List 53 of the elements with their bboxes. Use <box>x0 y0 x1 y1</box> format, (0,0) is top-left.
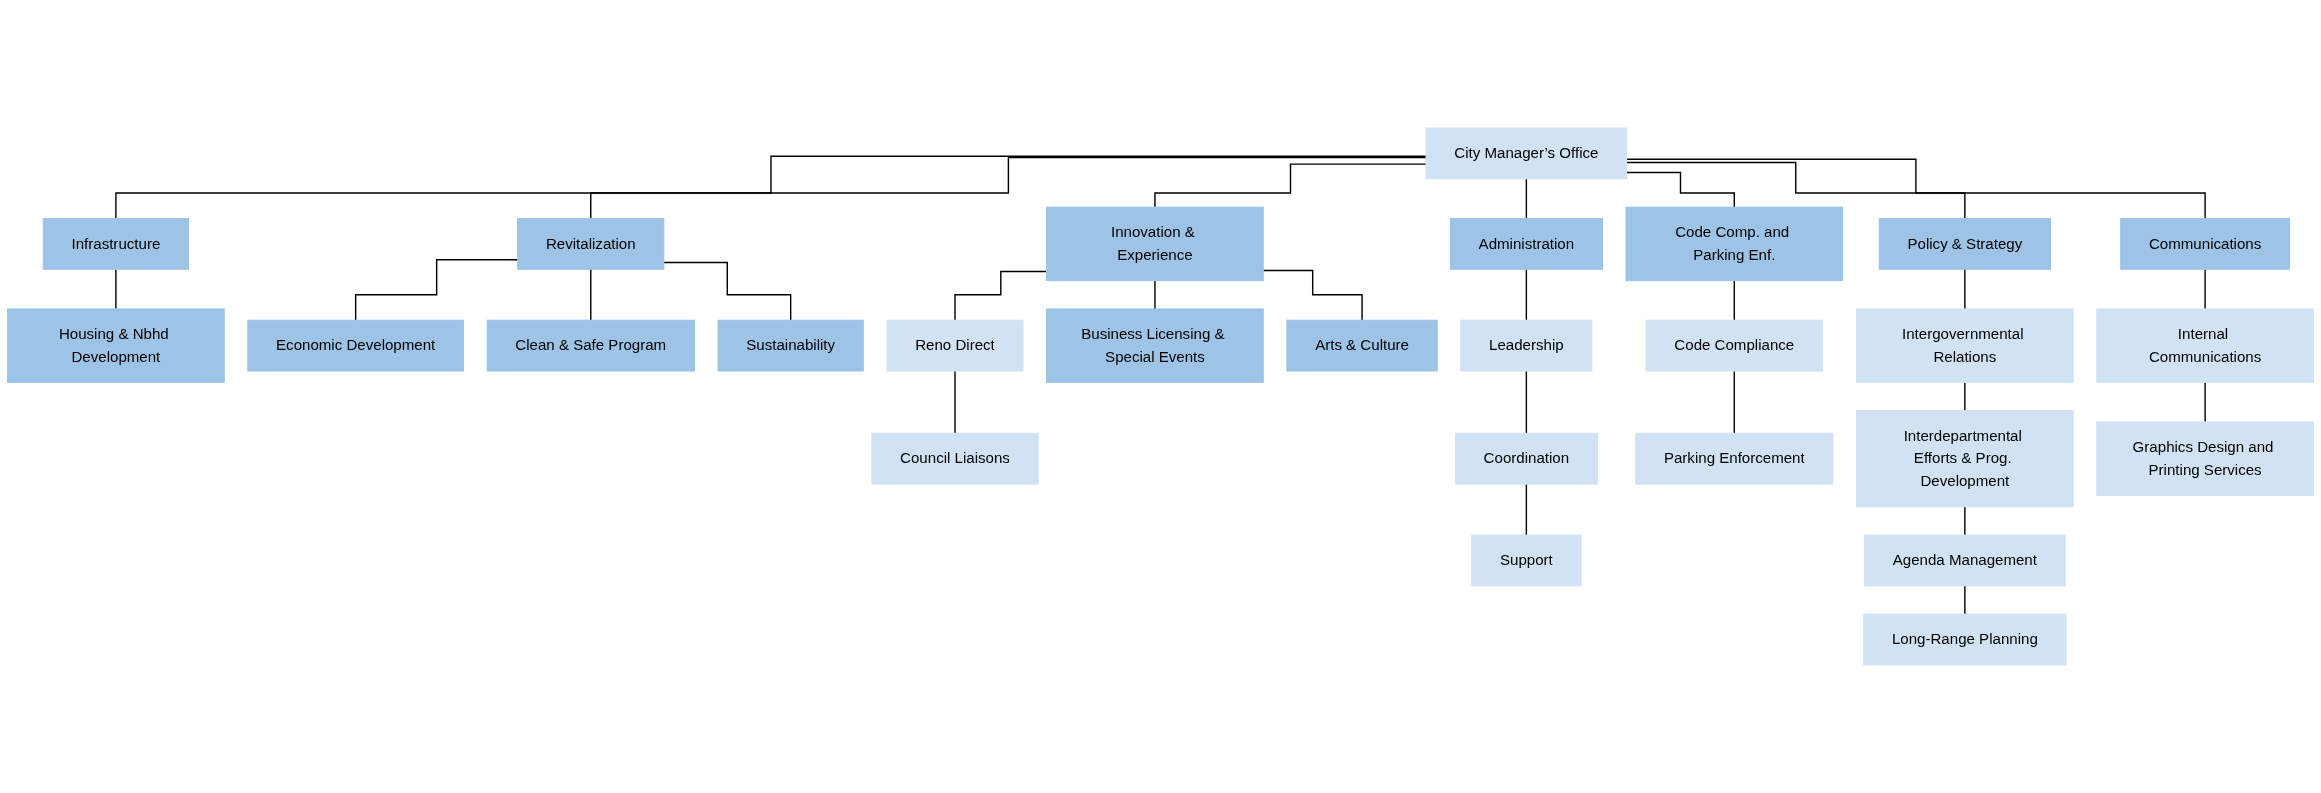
node-box: Intergovernmental Relations <box>1856 308 2074 383</box>
connector <box>1525 483 1528 536</box>
node-box: Leadership <box>1460 319 1593 372</box>
node-box: Sustainability <box>717 319 864 372</box>
connector <box>354 258 519 321</box>
connector <box>1625 161 1966 220</box>
node-box: Clean & Safe Program <box>486 319 695 372</box>
node-box: Infrastructure <box>42 217 190 270</box>
connector <box>590 268 592 321</box>
connector <box>1525 370 1528 434</box>
node-box: Internal Communications <box>2096 308 2314 383</box>
node-box: Graphics Design and Printing Services <box>2096 421 2314 496</box>
node-box: City Manager’s Office <box>1425 127 1628 180</box>
connector <box>1625 171 1735 208</box>
node-box: Policy & Strategy <box>1878 217 2051 270</box>
connector <box>1525 268 1528 321</box>
connector <box>1964 585 1966 615</box>
connector <box>663 261 792 321</box>
node-box: Communications <box>2120 217 2290 270</box>
connector <box>1733 279 1735 321</box>
connector <box>2204 381 2206 423</box>
connector <box>1964 268 1966 310</box>
node-box: Economic Development <box>247 319 464 372</box>
node-box: Code Compliance <box>1645 319 1823 372</box>
connector <box>1964 381 1966 412</box>
node-box: Reno Direct <box>886 319 1024 372</box>
connector <box>2204 268 2206 310</box>
connector <box>1625 158 2206 220</box>
node-box: Housing & Nbhd Development <box>7 308 225 383</box>
node-box: Long-Range Planning <box>1863 613 2067 666</box>
connector <box>1964 506 1966 536</box>
node-box: Parking Enforcement <box>1635 432 1834 485</box>
node-box: Revitalization <box>517 217 665 270</box>
node-box: Innovation & Experience <box>1046 206 1264 282</box>
node-box: Agenda Management <box>1864 534 2066 587</box>
connector <box>1154 279 1156 310</box>
connector <box>115 155 1427 220</box>
connector <box>954 370 956 434</box>
connector <box>1262 269 1363 321</box>
connector <box>1525 178 1528 220</box>
node-box: Arts & Culture <box>1286 319 1438 372</box>
connector <box>1733 370 1735 434</box>
node-box: Coordination <box>1454 432 1598 485</box>
connector <box>115 268 117 310</box>
node-box: Administration <box>1449 217 1603 270</box>
connector <box>590 156 1427 220</box>
connector <box>954 270 1048 321</box>
connector <box>1154 163 1427 208</box>
node-box: Support <box>1471 534 1582 587</box>
node-box: Business Licensing & Special Events <box>1046 308 1264 383</box>
node-box: Code Comp. and Parking Enf. <box>1625 206 1844 282</box>
node-box: Interdepartmental Efforts & Prog. Development <box>1856 410 2074 508</box>
node-box: Council Liaisons <box>871 432 1039 485</box>
